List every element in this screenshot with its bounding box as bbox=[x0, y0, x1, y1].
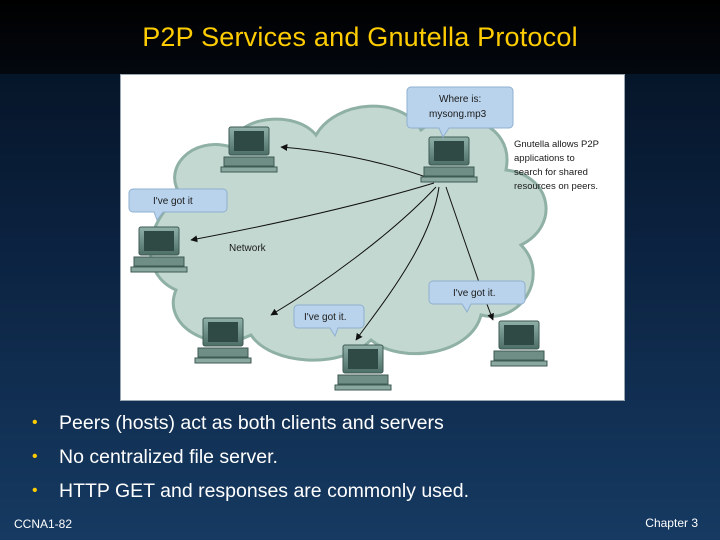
query-bubble: Where is: mysong.mp3 bbox=[406, 86, 514, 139]
peer-pc-left bbox=[130, 226, 188, 273]
bullet-text: No centralized file server. bbox=[59, 446, 278, 468]
peer-pc-center bbox=[420, 136, 478, 183]
bullet-marker-icon: • bbox=[32, 482, 38, 499]
note-line-1: Gnutella allows P2P bbox=[514, 139, 599, 150]
peer-pc-top-left bbox=[220, 126, 278, 173]
reply-left-text: I've got it bbox=[153, 196, 193, 207]
bullet-item: • Peers (hosts) act as both clients and s… bbox=[32, 406, 692, 440]
bullet-text: HTTP GET and responses are commonly used… bbox=[59, 480, 470, 502]
query-line-1: Where is: bbox=[439, 94, 481, 105]
reply-bubble-right: I've got it. bbox=[428, 280, 526, 314]
peer-pc-bottom-left bbox=[194, 317, 252, 364]
footer-chapter: Chapter 3 bbox=[645, 516, 698, 530]
bullet-marker-icon: • bbox=[32, 448, 38, 465]
network-diagram: Where is: mysong.mp3 I've got it I've go… bbox=[120, 74, 625, 401]
bullet-marker-icon: • bbox=[32, 414, 38, 431]
reply-bubble-bottom: I've got it. bbox=[293, 304, 365, 338]
bullet-item: • No centralized file server. bbox=[32, 440, 692, 474]
bullet-list: • Peers (hosts) act as both clients and s… bbox=[32, 406, 692, 508]
peer-pc-bottom-center bbox=[334, 344, 392, 391]
note-line-2: applications to bbox=[514, 153, 575, 164]
reply-right-text: I've got it. bbox=[453, 288, 496, 299]
footer-course-code: CCNA1-82 bbox=[14, 517, 73, 531]
query-arrows bbox=[190, 143, 494, 341]
reply-bubble-left: I've got it bbox=[128, 188, 228, 222]
reply-bottom-text: I've got it. bbox=[304, 312, 347, 323]
peer-pc-bottom-right bbox=[490, 320, 548, 367]
gnutella-note: Gnutella allows P2P applications to sear… bbox=[514, 139, 599, 192]
network-label: Network bbox=[229, 243, 267, 254]
title-band bbox=[0, 0, 720, 74]
bullet-text: Peers (hosts) act as both clients and se… bbox=[59, 412, 444, 434]
note-line-3: search for shared bbox=[514, 167, 588, 178]
note-line-4: resources on peers. bbox=[514, 181, 598, 192]
query-line-2: mysong.mp3 bbox=[429, 109, 487, 120]
bullet-item: • HTTP GET and responses are commonly use… bbox=[32, 474, 692, 508]
slide-title: P2P Services and Gnutella Protocol bbox=[142, 22, 578, 52]
